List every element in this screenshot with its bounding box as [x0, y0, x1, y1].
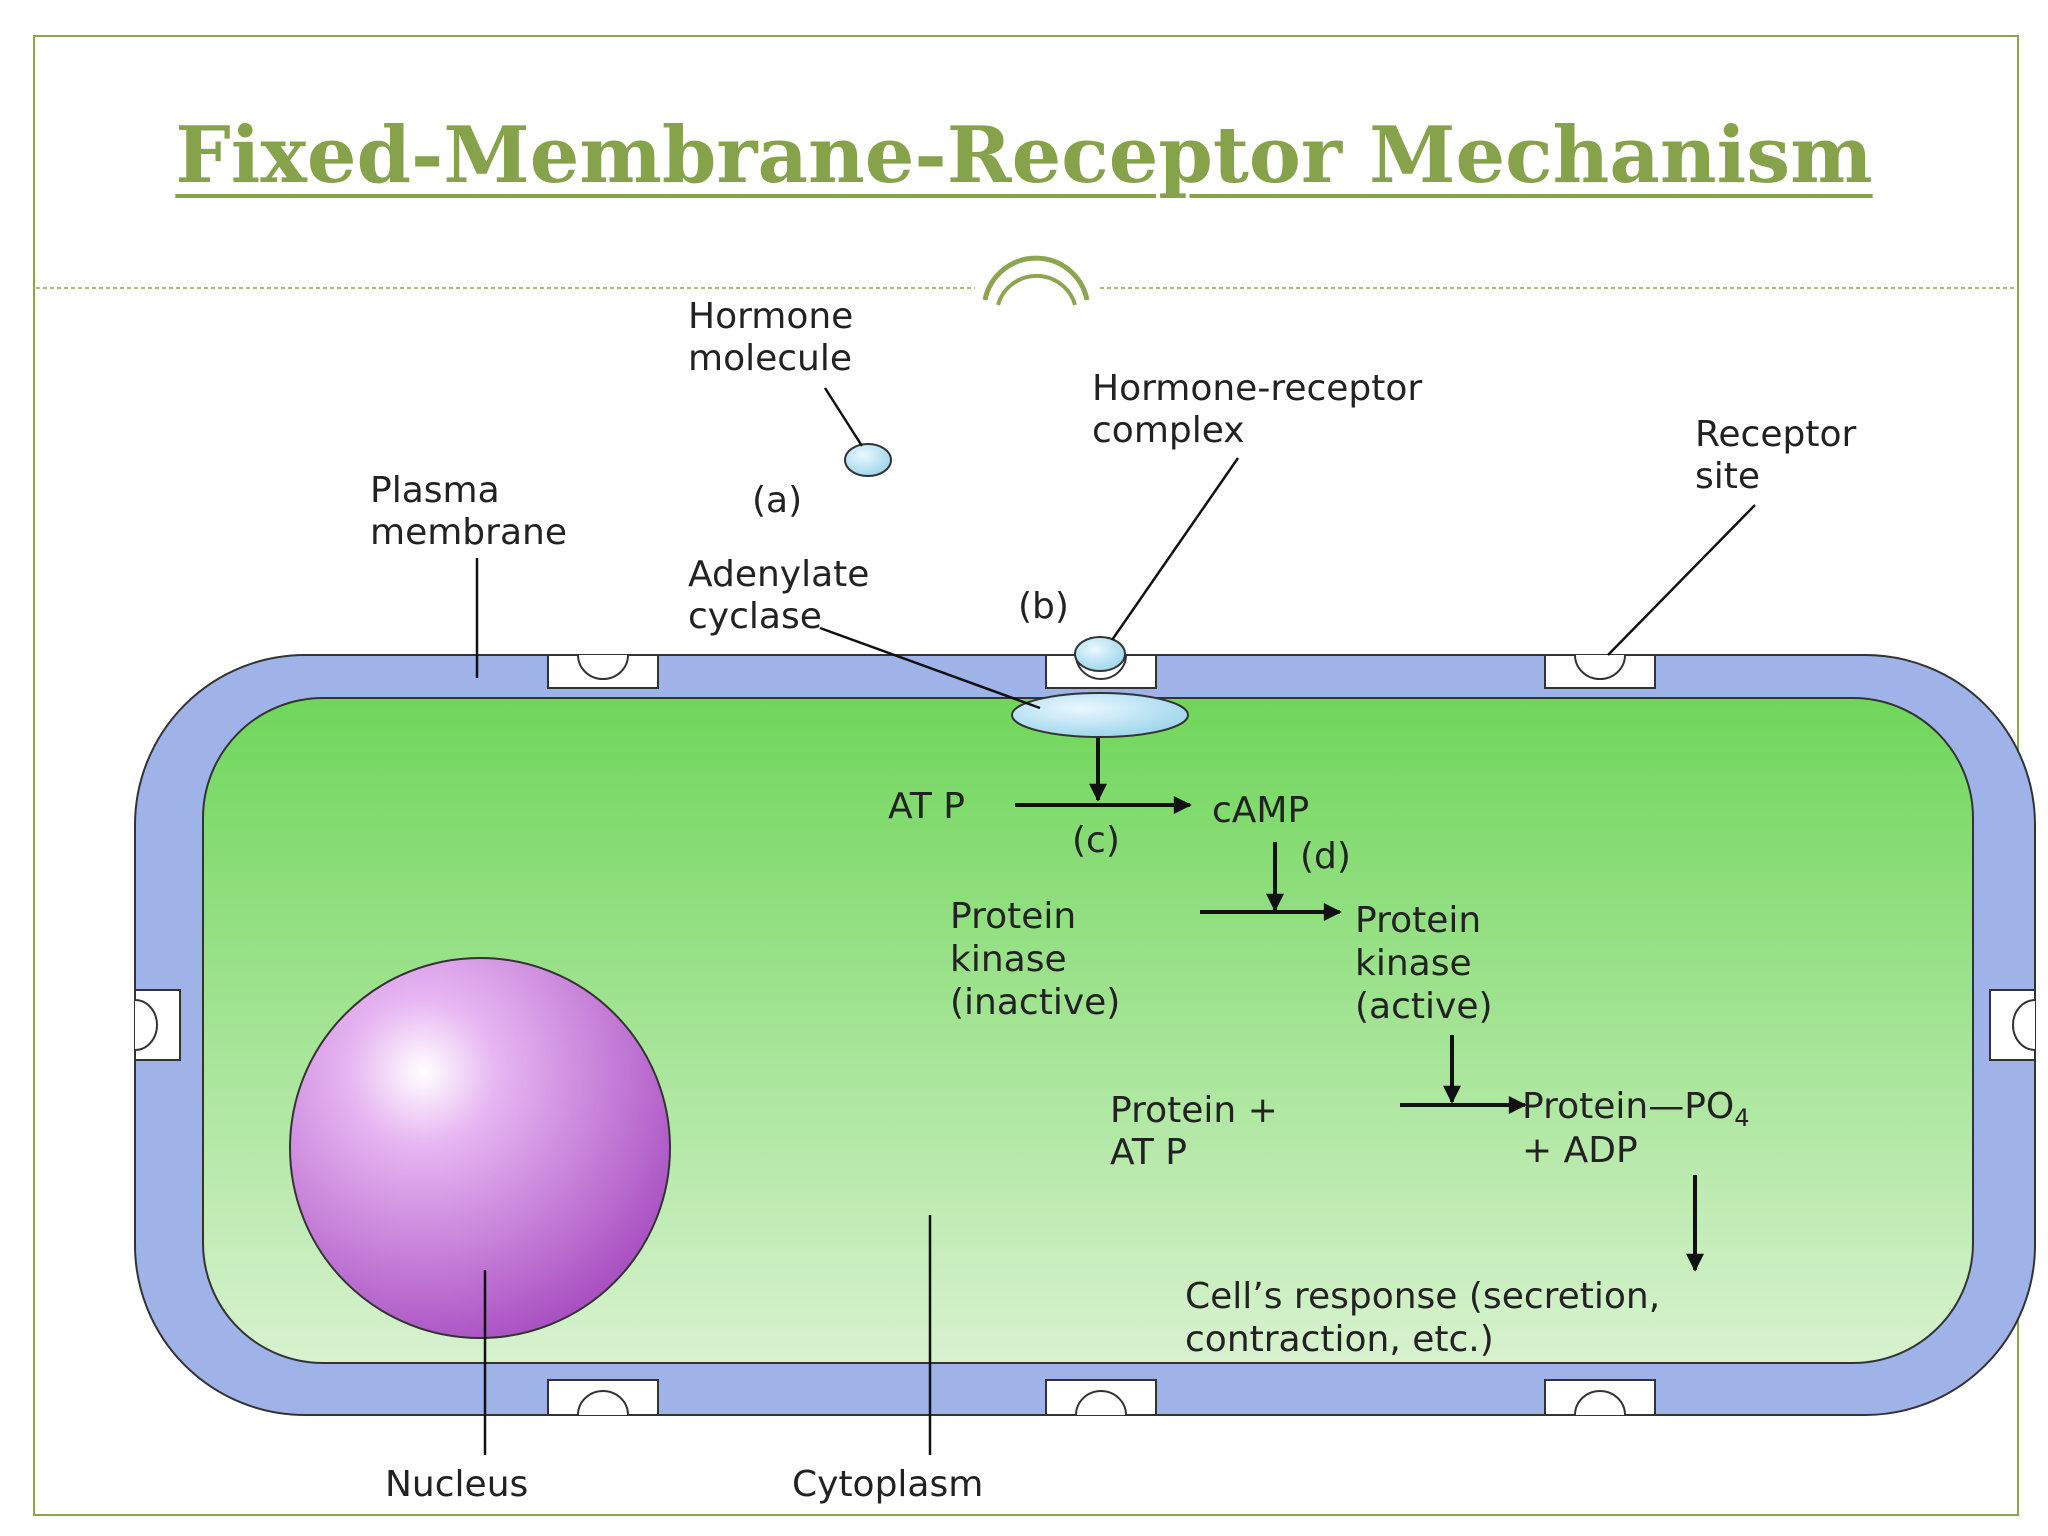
step-b-label: (b): [1018, 586, 1069, 627]
plus-adp-label: + ADP: [1522, 1130, 1638, 1171]
camp-label: cAMP: [1212, 790, 1309, 831]
pathway-arrows: [1015, 738, 1704, 1272]
receptor-site-right: [1989, 989, 2036, 1061]
hormone-molecule-label: Hormone molecule: [688, 296, 865, 379]
cell-response-label: Cell’s response (secretion, contraction,…: [1185, 1276, 1672, 1360]
protein-po4-label: Protein—PO4: [1522, 1086, 1750, 1132]
receptor-site-label: Receptor site: [1695, 414, 1868, 497]
hormone-molecule: [844, 443, 892, 477]
plasma-membrane-label: Plasma membrane: [370, 470, 567, 553]
hormone-receptor-complex-label: Hormone-receptor complex: [1092, 368, 1434, 451]
step-d-label: (d): [1300, 836, 1351, 877]
adenylate-cyclase-label: Adenylate cyclase: [688, 554, 881, 637]
atp-label: AT P: [888, 786, 965, 827]
nucleus: [289, 957, 671, 1339]
protein-kinase-inactive-label: Protein kinase (inactive): [950, 896, 1120, 1023]
cytoplasm-label: Cytoplasm: [792, 1464, 983, 1505]
receptor-site-bottom-2: [1045, 1379, 1157, 1416]
nucleus-label: Nucleus: [385, 1464, 528, 1505]
receptor-site-top-3: [1544, 654, 1656, 689]
receptor-site-bottom-3: [1544, 1379, 1656, 1416]
adenylate-cyclase-enzyme: [1011, 692, 1189, 738]
protein-kinase-active-label: Protein kinase (active): [1355, 900, 1493, 1027]
receptor-site-left: [134, 989, 181, 1061]
protein-plus-atp-label: Protein + AT P: [1110, 1090, 1289, 1173]
step-a-label: (a): [752, 480, 802, 521]
slide-title: Fixed-Membrane-Receptor Mechanism: [175, 110, 1873, 201]
receptor-site-bottom-1: [547, 1379, 659, 1416]
receptor-site-top-1: [547, 654, 659, 689]
bound-hormone: [1074, 636, 1126, 672]
leader-lines: [475, 387, 1756, 1455]
step-c-label: (c): [1072, 820, 1120, 861]
title-divider: [36, 255, 2018, 306]
